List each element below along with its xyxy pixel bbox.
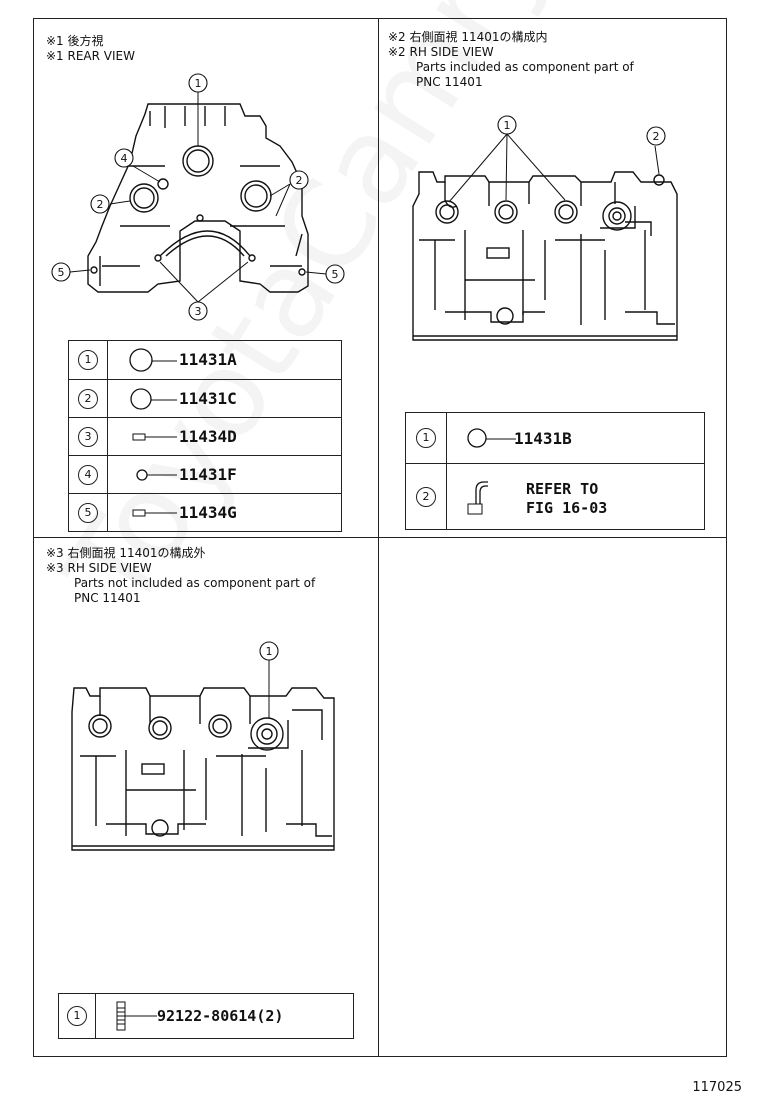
- pin-icon: [132, 433, 177, 441]
- plug-icon: [130, 388, 177, 410]
- table-row: 1 92122-80614(2): [59, 994, 353, 1038]
- refer-line-2: FIG 16-03: [526, 499, 608, 517]
- rh-excluded-parts-table: 1 92122-80614(2): [58, 993, 354, 1039]
- part-number: 11434D: [179, 427, 237, 446]
- callout-1: 1: [266, 645, 273, 658]
- refer-line-1: REFER TO: [526, 480, 599, 498]
- callout-5-right: 5: [332, 268, 339, 281]
- part-number: 11434G: [179, 503, 237, 522]
- callout-2-right: 2: [296, 174, 303, 187]
- rh-included-parts-table: 1 11431B 2 REFER TO FIG 16-03: [405, 412, 705, 530]
- table-row: 3 11434D: [69, 417, 341, 456]
- row-number: 5: [78, 503, 98, 523]
- rh-excluded-note: Parts not included as component part of: [74, 576, 316, 590]
- table-row: 5 11434G: [69, 493, 341, 532]
- rear-view-title-en: ※1 REAR VIEW: [46, 49, 135, 63]
- part-number: 11431B: [514, 429, 572, 448]
- plug-icon: [467, 428, 516, 448]
- rh-excluded-title-jp: ※3 右側面視 11401の構成外: [46, 546, 206, 560]
- rear-view-title-jp: ※1 後方視: [46, 34, 104, 48]
- refer-to-text: REFER TO FIG 16-03: [526, 480, 607, 518]
- callout-3: 3: [195, 305, 202, 318]
- rh-included-pnc: PNC 11401: [416, 75, 483, 89]
- rh-included-title-en: ※2 RH SIDE VIEW: [388, 45, 494, 59]
- row-number: 1: [416, 428, 436, 448]
- callout-2-left: 2: [97, 198, 104, 211]
- callout-1: 1: [195, 77, 202, 90]
- part-number: 11431F: [179, 465, 237, 484]
- rear-parts-table: 1 11431A 2 11431C 3 11434D 4 11431F 5 11…: [68, 340, 342, 532]
- divider-horizontal: [33, 537, 726, 538]
- rh-included-header: ※2 右側面視 11401の構成内 ※2 RH SIDE VIEW Parts …: [388, 30, 634, 90]
- table-row: 2 REFER TO FIG 16-03: [406, 463, 704, 530]
- rh-included-diagram: 1 2: [412, 115, 678, 341]
- figure-id: 117025: [692, 1080, 742, 1095]
- rh-excluded-title-en: ※3 RH SIDE VIEW: [46, 561, 152, 575]
- row-number: 1: [67, 1006, 87, 1026]
- rh-included-note: Parts included as component part of: [416, 60, 634, 74]
- part-number: 11431A: [179, 350, 237, 369]
- row-number: 1: [78, 350, 98, 370]
- table-row: 1 11431B: [406, 413, 704, 463]
- row-number: 4: [78, 465, 98, 485]
- callout-4: 4: [121, 152, 128, 165]
- part-number: 11431C: [179, 389, 237, 408]
- rear-view-diagram: 1 4 2 2 5 5 3: [51, 73, 345, 321]
- pin-icon: [132, 509, 177, 517]
- rear-view-header: ※1 後方視 ※1 REAR VIEW: [46, 34, 135, 64]
- pipe-fitting-icon: [467, 481, 488, 515]
- rh-included-title-jp: ※2 右側面視 11401の構成内: [388, 30, 548, 44]
- table-row: 2 11431C: [69, 379, 341, 418]
- row-number: 2: [78, 389, 98, 409]
- small-plug-icon: [136, 469, 177, 481]
- row-number: 3: [78, 427, 98, 447]
- plug-icon: [129, 348, 177, 372]
- rh-excluded-header: ※3 右側面視 11401の構成外 ※3 RH SIDE VIEW Parts …: [46, 546, 315, 606]
- callout-5-left: 5: [58, 266, 65, 279]
- part-number: 92122-80614(2): [157, 1007, 284, 1025]
- row-number: 2: [416, 487, 436, 507]
- rh-excluded-diagram: 1: [71, 641, 335, 851]
- callout-2: 2: [653, 130, 660, 143]
- rh-excluded-pnc: PNC 11401: [74, 591, 141, 605]
- table-row: 4 11431F: [69, 455, 341, 494]
- callout-1: 1: [504, 119, 511, 132]
- table-row: 1 11431A: [69, 341, 341, 379]
- bolt-icon: [116, 1001, 157, 1031]
